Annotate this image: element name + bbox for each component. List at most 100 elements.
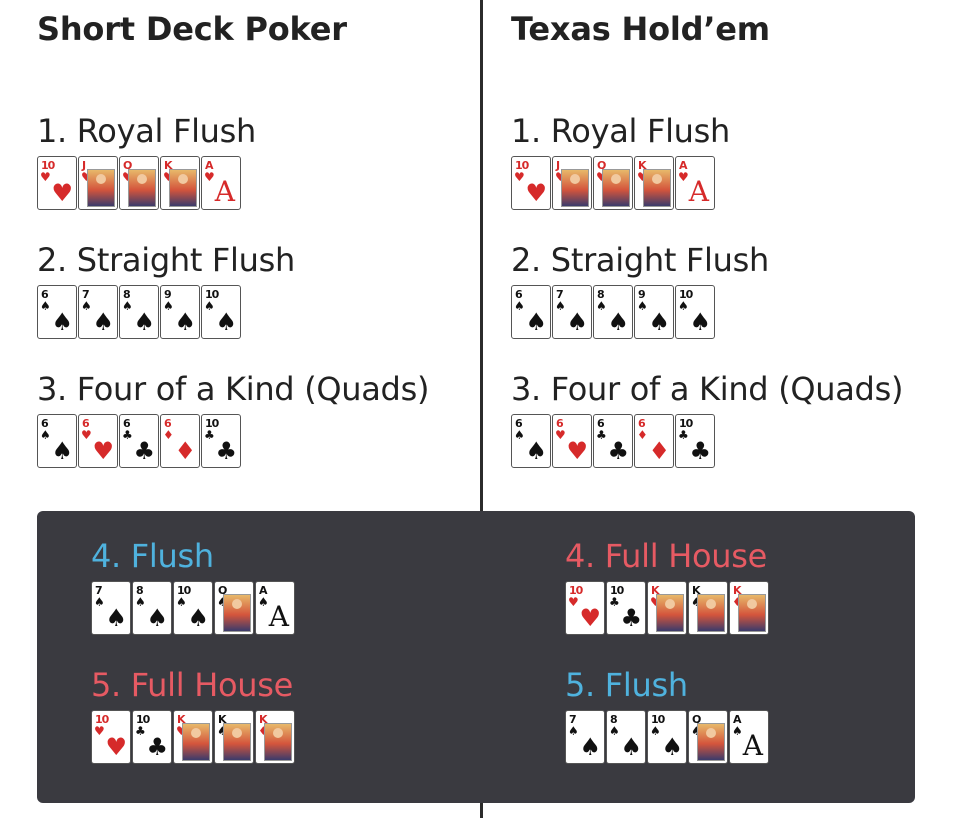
playing-card: Q♠ <box>214 581 254 635</box>
hand-label: 5. Full House <box>91 666 293 704</box>
ace-letter: A <box>214 175 235 208</box>
playing-card: 6♥♥ <box>552 414 592 468</box>
heart-icon: ♥ <box>525 179 547 207</box>
card-rank: A <box>259 584 267 597</box>
card-row: 10♥♥J♥Q♥K♥A♥A <box>37 156 256 210</box>
heart-icon: ♥ <box>176 725 187 737</box>
playing-card: 6♣♣ <box>119 414 159 468</box>
card-rank: 10 <box>136 713 150 726</box>
spade-icon: ♠ <box>133 308 155 336</box>
spade-icon: ♠ <box>135 595 146 609</box>
card-rank: 7 <box>95 584 103 597</box>
hand-label: 1. Royal Flush <box>511 112 731 150</box>
spade-icon: ♠ <box>691 725 702 737</box>
card-rank: Q <box>692 713 701 726</box>
panel-right-hand-4: 4. Full House 10♥♥10♣♣K♥K♠K♦ <box>565 537 770 635</box>
ace-letter: A <box>742 729 763 762</box>
club-icon: ♣ <box>596 428 607 442</box>
card-rank: 6 <box>164 417 172 430</box>
panel-right-hand-5: 5. Flush 7♠♠8♠♠10♠♠Q♠A♠A <box>565 666 770 764</box>
club-icon: ♣ <box>609 595 620 609</box>
club-icon: ♣ <box>215 437 237 465</box>
spade-icon: ♠ <box>607 308 629 336</box>
card-rank: 10 <box>95 713 109 726</box>
card-rank: Q <box>123 159 132 172</box>
playing-card: 6♣♣ <box>593 414 633 468</box>
club-icon: ♣ <box>204 428 215 442</box>
card-rank: A <box>733 713 741 726</box>
heart-icon: ♥ <box>122 171 133 183</box>
face-card-portrait-icon <box>656 594 684 632</box>
club-icon: ♣ <box>620 604 642 632</box>
playing-card: K♠ <box>214 710 254 764</box>
card-rank: 10 <box>205 288 219 301</box>
heart-icon: ♥ <box>555 171 566 183</box>
card-row: 7♠♠8♠♠10♠♠Q♠A♠A <box>565 710 770 764</box>
face-card-portrait-icon <box>223 723 251 761</box>
playing-card: 10♠♠ <box>173 581 213 635</box>
spade-icon: ♠ <box>217 725 228 737</box>
face-card-portrait-icon <box>738 594 766 632</box>
card-rank: 9 <box>164 288 172 301</box>
card-rank: J <box>82 159 86 172</box>
card-rank: 6 <box>597 417 605 430</box>
spade-icon: ♠ <box>596 299 607 313</box>
spade-icon: ♠ <box>637 299 648 313</box>
right-hand-3: 3. Four of a Kind (Quads) 6♠♠6♥♥6♣♣6♦♦10… <box>511 370 903 468</box>
playing-card: K♥ <box>634 156 674 210</box>
heart-icon: ♥ <box>650 596 661 608</box>
hand-label: 4. Full House <box>565 537 767 575</box>
panel-left-hand-5: 5. Full House 10♥♥10♣♣K♥K♠K♦ <box>91 666 296 764</box>
card-rank: 8 <box>136 584 144 597</box>
face-card-portrait-icon <box>169 169 197 207</box>
playing-card: K♥ <box>173 710 213 764</box>
face-card-portrait-icon <box>182 723 210 761</box>
playing-card: 9♠♠ <box>160 285 200 339</box>
card-rank: 10 <box>679 417 693 430</box>
card-rank: 7 <box>569 713 577 726</box>
playing-card: A♥A <box>675 156 715 210</box>
card-rank: 10 <box>177 584 191 597</box>
playing-card: Q♥ <box>593 156 633 210</box>
spade-icon: ♠ <box>691 596 702 608</box>
card-rank: 7 <box>82 288 90 301</box>
card-rank: 10 <box>610 584 624 597</box>
card-row: 10♥♥10♣♣K♥K♠K♦ <box>565 581 770 635</box>
spade-icon: ♠ <box>81 299 92 313</box>
card-rank: 6 <box>41 417 49 430</box>
card-rank: 10 <box>651 713 665 726</box>
spade-icon: ♠ <box>92 308 114 336</box>
spade-icon: ♠ <box>40 428 51 442</box>
playing-card: 10♥♥ <box>37 156 77 210</box>
playing-card: 6♠♠ <box>37 414 77 468</box>
heart-icon: ♥ <box>514 170 525 184</box>
spade-icon: ♠ <box>40 299 51 313</box>
card-rank: K <box>651 584 659 597</box>
face-card-portrait-icon <box>602 169 630 207</box>
card-rank: Q <box>218 584 227 597</box>
card-row: 6♠♠7♠♠8♠♠9♠♠10♠♠ <box>37 285 295 339</box>
card-rank: 7 <box>556 288 564 301</box>
playing-card: 10♠♠ <box>675 285 715 339</box>
playing-card: 8♠♠ <box>606 710 646 764</box>
diamond-icon: ♦ <box>174 437 196 465</box>
club-icon: ♣ <box>607 437 629 465</box>
heart-icon: ♥ <box>204 170 215 184</box>
club-icon: ♣ <box>678 428 689 442</box>
card-row: 10♥♥10♣♣K♥K♠K♦ <box>91 710 296 764</box>
spade-icon: ♠ <box>678 299 689 313</box>
hand-label: 2. Straight Flush <box>511 241 769 279</box>
ace-letter: A <box>268 600 289 633</box>
card-rank: 8 <box>597 288 605 301</box>
playing-card: J♥ <box>552 156 592 210</box>
playing-card: 10♠♠ <box>201 285 241 339</box>
playing-card: Q♠ <box>688 710 728 764</box>
hand-label: 2. Straight Flush <box>37 241 295 279</box>
playing-card: Q♥ <box>119 156 159 210</box>
spade-icon: ♠ <box>258 595 269 609</box>
spade-icon: ♠ <box>105 604 127 632</box>
card-rank: 10 <box>205 417 219 430</box>
heart-icon: ♥ <box>92 437 114 465</box>
playing-card: J♥ <box>78 156 118 210</box>
ace-letter: A <box>688 175 709 208</box>
